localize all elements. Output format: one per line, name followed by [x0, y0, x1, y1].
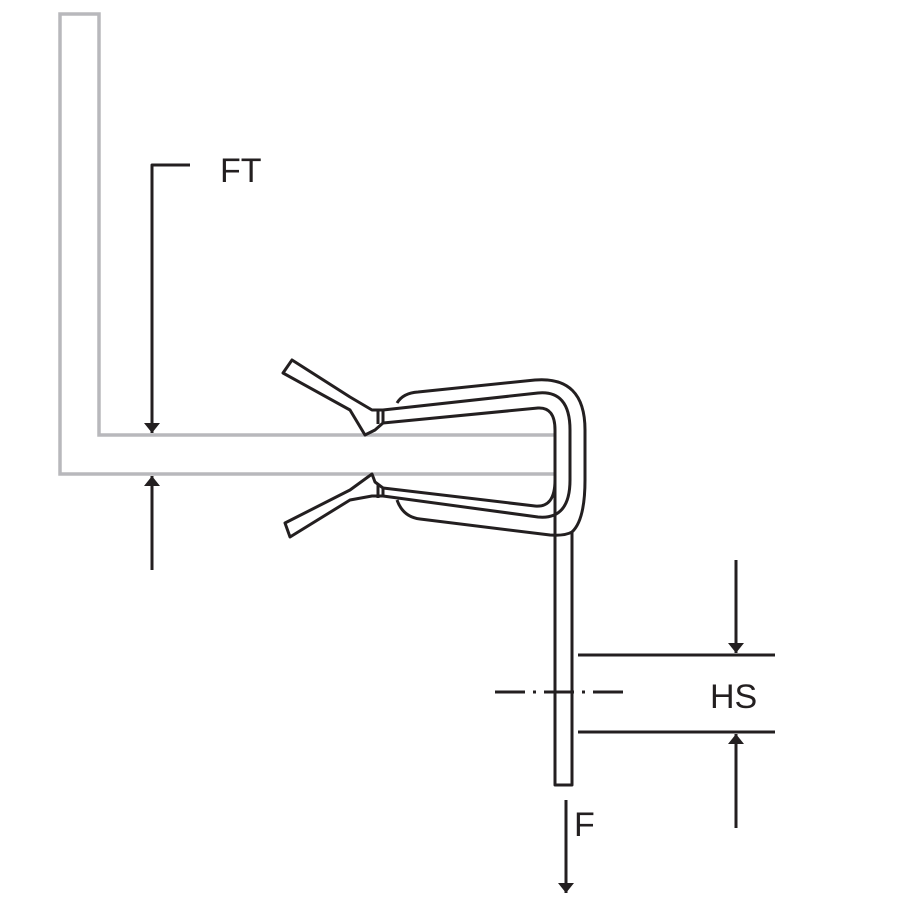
hs-dimension: HS — [495, 560, 775, 828]
clip-upper-arm — [281, 358, 385, 437]
hs-label: HS — [710, 678, 757, 716]
force-indicator: F — [558, 800, 595, 893]
ft-label: FT — [220, 152, 262, 190]
ft-arrow-down — [144, 163, 190, 433]
clip-middle-line — [382, 391, 572, 519]
panel-outline — [58, 12, 555, 476]
clip-lower-arm — [283, 472, 385, 539]
clip-outer-bottom — [395, 499, 573, 537]
clip-outer-outline — [395, 378, 587, 787]
force-label: F — [574, 806, 595, 844]
ft-dimension: FT — [144, 152, 262, 570]
clip-inner-line — [382, 406, 557, 508]
clip — [281, 358, 587, 787]
